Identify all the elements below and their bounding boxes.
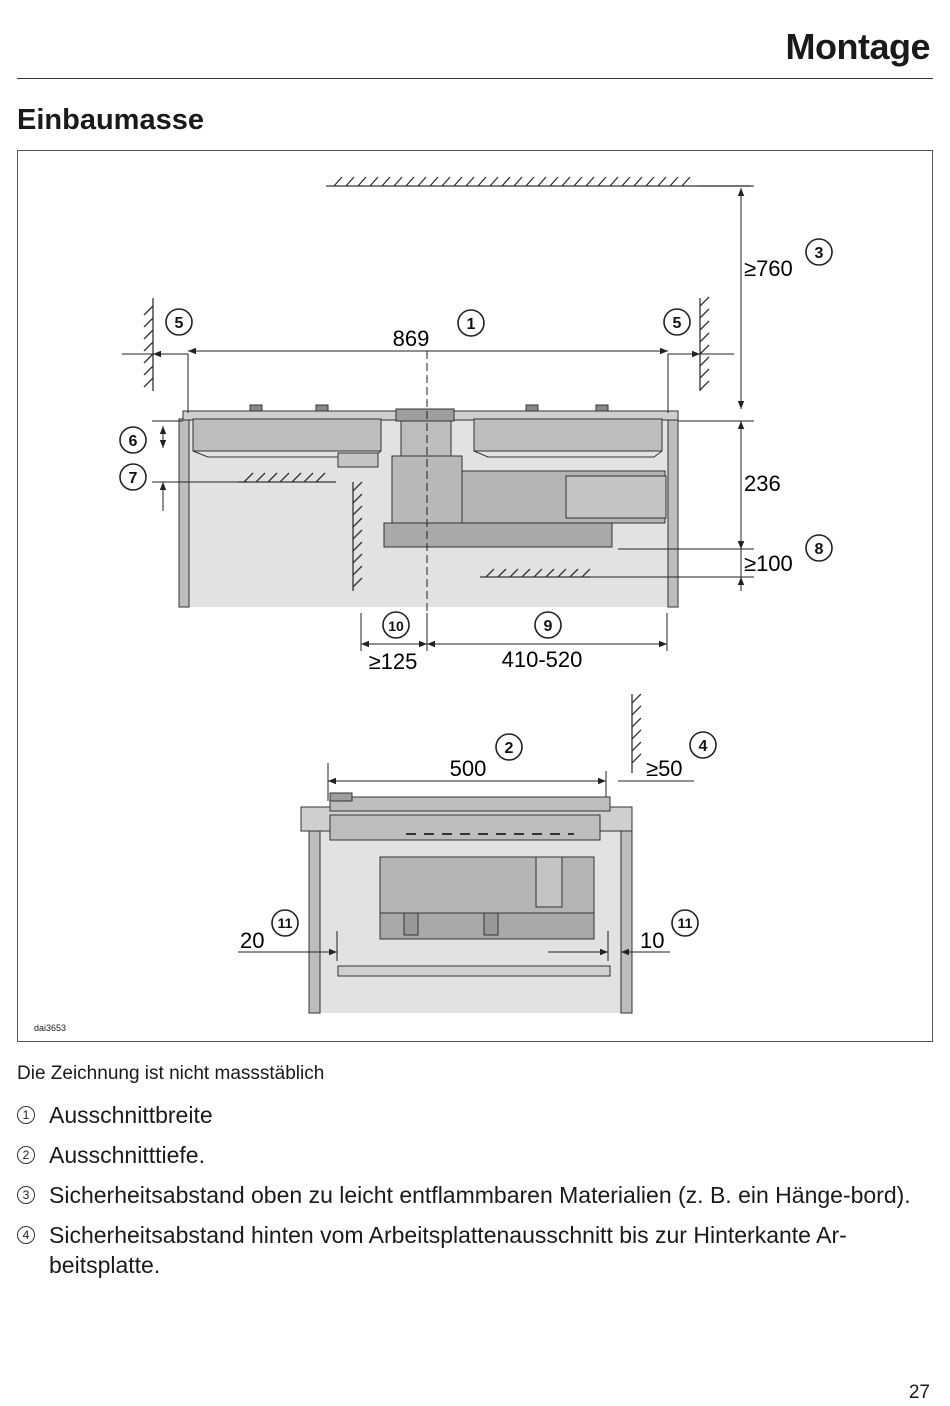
marker-7 (119, 463, 147, 491)
back-wall (631, 693, 642, 773)
dim-869: 869 (393, 326, 430, 351)
page-header-title: Montage (785, 26, 931, 67)
marker-10 (382, 611, 410, 639)
marker-1-label: 1 (467, 316, 476, 333)
section-title: Einbaumasse (17, 104, 204, 136)
diagram-drawing: 869 ≥760 236 ≥100 (119, 176, 833, 1014)
dim-500: 500 (450, 756, 487, 781)
marker-11-right-label: 11 (678, 915, 693, 931)
legend-number: 1 (17, 1106, 35, 1124)
side-walls (143, 296, 710, 391)
marker-9-label: 9 (544, 618, 553, 635)
marker-3 (805, 238, 833, 266)
dim-125: ≥125 (369, 649, 418, 674)
legend-list: 1 Ausschnittbreite 2 Ausschnitttiefe. 3 … (17, 1100, 917, 1290)
marker-5-right (663, 308, 691, 336)
marker-11-left (271, 909, 299, 937)
figure-id: dai3653 (34, 1023, 67, 1033)
legend-number: 4 (17, 1226, 35, 1244)
legend-number: 2 (17, 1146, 35, 1164)
marker-6-label: 6 (129, 433, 138, 450)
marker-8 (805, 534, 833, 562)
marker-8-label: 8 (815, 541, 824, 558)
marker-5-right-label: 5 (673, 315, 682, 332)
marker-4-label: 4 (699, 738, 708, 755)
marker-2 (495, 733, 523, 761)
page-number: 27 (908, 1382, 930, 1403)
header-divider (17, 78, 933, 79)
legend-item: 1 Ausschnittbreite (17, 1100, 917, 1130)
legend-item: 4 Sicherheitsabstand hinten vom Arbeitsp… (17, 1220, 917, 1280)
marker-11-right (671, 909, 699, 937)
marker-9 (534, 611, 562, 639)
legend-item: 2 Ausschnitttiefe. (17, 1140, 917, 1170)
marker-3-label: 3 (815, 245, 824, 262)
marker-2-label: 2 (505, 740, 514, 757)
marker-1 (457, 309, 485, 337)
marker-4 (689, 731, 717, 759)
marker-5-left (165, 308, 193, 336)
legend-text: Ausschnitttiefe. (49, 1142, 205, 1168)
marker-5-left-label: 5 (175, 315, 184, 332)
legend-text: Sicherheitsabstand hinten vom Arbeitspla… (49, 1222, 847, 1278)
marker-11-left-label: 11 (278, 915, 293, 931)
legend-text: Sicherheitsabstand oben zu leicht entfla… (49, 1182, 911, 1208)
legend-number: 3 (17, 1186, 35, 1204)
marker-7-label: 7 (129, 470, 138, 487)
scale-note: Die Zeichnung ist nicht massstäblich (17, 1063, 325, 1084)
dim-760: ≥760 (744, 256, 793, 281)
legend-item: 3 Sicherheitsabstand oben zu leicht entf… (17, 1180, 917, 1210)
legend-text: Ausschnittbreite (49, 1102, 213, 1128)
installation-diagram: 869 ≥760 236 ≥100 (17, 150, 933, 1042)
dim-236: 236 (744, 471, 781, 496)
marker-10-label: 10 (388, 618, 404, 634)
marker-6 (119, 426, 147, 454)
dim-410-520: 410-520 (502, 647, 583, 672)
dim-10: 10 (640, 928, 664, 953)
shelf-hatch (326, 176, 751, 187)
dim-100: ≥100 (744, 551, 793, 576)
dim-20: 20 (240, 928, 264, 953)
dim-50: ≥50 (646, 756, 683, 781)
